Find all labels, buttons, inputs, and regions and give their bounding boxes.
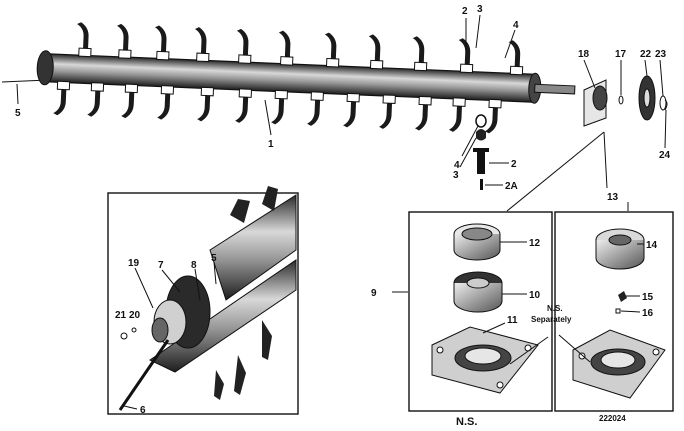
part-16-ring xyxy=(615,308,621,314)
label-7: 7 xyxy=(158,260,164,271)
bearing-set-panel xyxy=(408,211,553,412)
label-2-mid: 2 xyxy=(511,159,517,170)
label-20: 20 xyxy=(129,310,141,321)
inset-part-21 xyxy=(120,332,128,340)
part-4-washer xyxy=(475,114,487,128)
left-end-flange xyxy=(36,50,54,86)
label-23: 23 xyxy=(655,49,667,60)
ns-separately-line2: Separately xyxy=(531,315,572,324)
label-12: 12 xyxy=(529,238,541,249)
label-4-top: 4 xyxy=(513,20,519,31)
label-2-top: 2 xyxy=(462,6,468,17)
label-24: 24 xyxy=(659,150,671,161)
label-13: 13 xyxy=(607,192,619,203)
label-3-top: 3 xyxy=(477,4,483,15)
caption-figure-code: 222024 xyxy=(599,414,626,423)
label-5-left: 5 xyxy=(15,108,21,119)
caption-ns: N.S. xyxy=(456,416,477,428)
label-11: 11 xyxy=(507,315,518,326)
label-9: 9 xyxy=(371,288,377,299)
part-24-snap-ring xyxy=(664,99,668,111)
part-18-hub xyxy=(592,85,608,111)
label-2A: 2A xyxy=(505,181,518,192)
ns-separately-line1: N.S. xyxy=(547,304,563,313)
hook-exploded-parts xyxy=(473,114,489,190)
label-5-inset: 5 xyxy=(211,253,217,264)
label-10: 10 xyxy=(529,290,541,301)
part-2A-pin xyxy=(480,179,483,190)
leader-lines xyxy=(16,14,667,410)
part-17-ring xyxy=(618,95,624,105)
inset-hook-1 xyxy=(230,199,250,223)
shaft-stub xyxy=(534,83,576,95)
part-15-grease-fitting xyxy=(618,291,627,302)
label-8: 8 xyxy=(191,260,197,271)
label-21: 21 xyxy=(115,310,127,321)
label-22: 22 xyxy=(640,49,652,60)
label-15: 15 xyxy=(642,292,654,303)
bearing-parts-right xyxy=(583,75,668,127)
label-16: 16 xyxy=(642,308,654,319)
label-4-mid: 4 xyxy=(454,160,460,171)
rotor-assembly xyxy=(1,21,576,135)
bearing-set-13-panel xyxy=(554,211,674,412)
part-23-washer xyxy=(659,95,667,111)
label-18: 18 xyxy=(578,49,590,60)
label-19: 19 xyxy=(128,258,140,269)
label-3-mid: 3 xyxy=(453,170,459,181)
inset-part-20 xyxy=(131,327,137,333)
label-1: 1 xyxy=(268,139,274,150)
inset-detail-panel xyxy=(107,186,299,415)
part-2-tooth xyxy=(473,148,489,174)
label-17: 17 xyxy=(615,49,627,60)
label-6: 6 xyxy=(140,405,146,416)
inset-rod xyxy=(118,339,170,411)
part-3-clip xyxy=(476,129,486,141)
callout-labels: 1 2 3 4 5 4 3 2 2A 18 17 22 23 24 13 12 … xyxy=(15,4,671,416)
label-14: 14 xyxy=(646,240,658,251)
